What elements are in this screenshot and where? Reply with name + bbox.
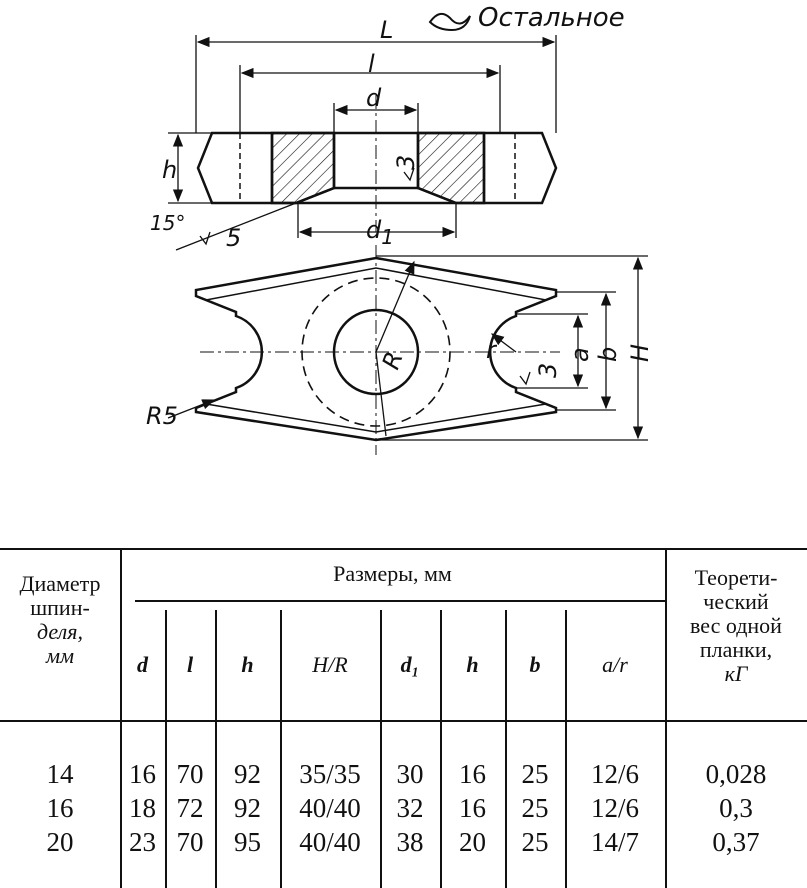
cell-h2: 20 [459,827,486,857]
radius-R-leader-lower [375,351,387,437]
dimension-b [556,291,616,411]
col-divider [440,610,442,888]
dimension-a [516,313,588,389]
dimension-l-label: l [368,50,375,78]
cell-d1: 32 [396,793,424,823]
roughness-3-slot-label: 3 [534,363,562,378]
roughness-5-label: 5 [226,224,241,252]
spindle-diameter-header: Диаметр шпин- деля, мм [19,571,101,668]
cell-weight: 0,028 [705,759,767,789]
dimension-h [168,132,212,204]
col-header-HR: H/R [312,652,348,677]
cell-l: 70 [176,827,204,857]
cell-d: 16 [129,759,156,789]
cell-h2: 16 [459,793,486,823]
cell-b: 25 [521,793,549,823]
dimension-H [376,255,648,441]
radius-R-leader [375,260,415,353]
dimension-L-label: L [380,16,393,44]
col-divider [380,610,382,888]
cell-weight: 0,37 [712,827,760,857]
cell-b: 25 [521,827,549,857]
plan-centerlines [200,245,560,455]
dimension-h-label: h [162,156,177,184]
cell-weight: 0,3 [719,793,753,823]
col-divider [280,610,282,888]
cell-b: 25 [521,759,549,789]
dimension-l [239,65,501,133]
radius-R5-leader [167,399,216,419]
dimension-d [333,103,419,133]
cell-spindle: 14 [46,759,74,789]
cell-d1: 38 [396,827,424,857]
roughness-3-bore-label: 3 [392,155,420,170]
cell-h: 92 [234,793,261,823]
cell-ar: 12/6 [590,793,639,823]
table-top-rule [0,548,807,550]
dimension-d1-label: d1 [366,216,394,249]
col-header-l: l [186,652,194,677]
col-divider [215,610,217,888]
col-header-d: d [137,652,148,677]
roughness-mark-bore [403,167,415,182]
group-header-rule [135,600,665,602]
dimensions-table: Диаметр шпин- деля, мм Размеры, мм Теоре… [0,540,807,888]
col-header-b: b [529,652,541,677]
col-divider [120,550,122,888]
section-view [196,131,558,205]
surface-finish-note: Остальное [428,3,625,33]
technical-drawing: Остальное L l d [146,3,654,455]
header-bottom-rule [0,720,807,722]
dimension-H-label: H [626,344,654,362]
col-divider [665,550,667,888]
dimension-d-label: d [366,84,382,112]
roughness-mark-slot [519,371,531,386]
col-header-h: h [241,652,254,677]
col-divider [165,610,167,888]
cell-h: 95 [234,827,261,857]
cell-ar: 14/7 [590,827,639,857]
cell-HR: 40/40 [299,827,361,857]
angle-leader [175,202,297,251]
dimension-d1 [297,203,457,238]
cell-h2: 16 [459,759,486,789]
cell-h: 92 [234,759,261,789]
dimension-a-label: a [566,347,594,362]
cell-ar: 12/6 [590,759,639,789]
cell-l: 72 [176,793,204,823]
cell-d: 23 [129,827,156,857]
weight-header: Теорети- ческий вес одной планки, кГ [690,565,782,686]
radius-r-label: r [486,336,498,364]
cell-spindle: 16 [46,793,74,823]
dimension-L [195,35,557,133]
col-header-h2: h [466,652,479,677]
cell-d: 18 [129,793,156,823]
col-header-ar: a/r [602,652,628,677]
cell-HR: 35/35 [299,759,361,789]
cell-HR: 40/40 [299,793,361,823]
angle-label: 15° [150,211,185,235]
dimension-b-label: b [594,347,622,362]
radius-r-leader [490,333,517,353]
surface-finish-text: Остальное [478,3,625,33]
col-header-d1: d₁ [400,652,420,677]
cell-l: 70 [176,759,204,789]
cell-spindle: 20 [46,827,74,857]
col-divider [505,610,507,888]
radius-R5-label: R5 [146,402,178,430]
sizes-group-header: Размеры, мм [333,561,452,586]
col-divider [565,610,567,888]
cell-d1: 30 [396,759,424,789]
